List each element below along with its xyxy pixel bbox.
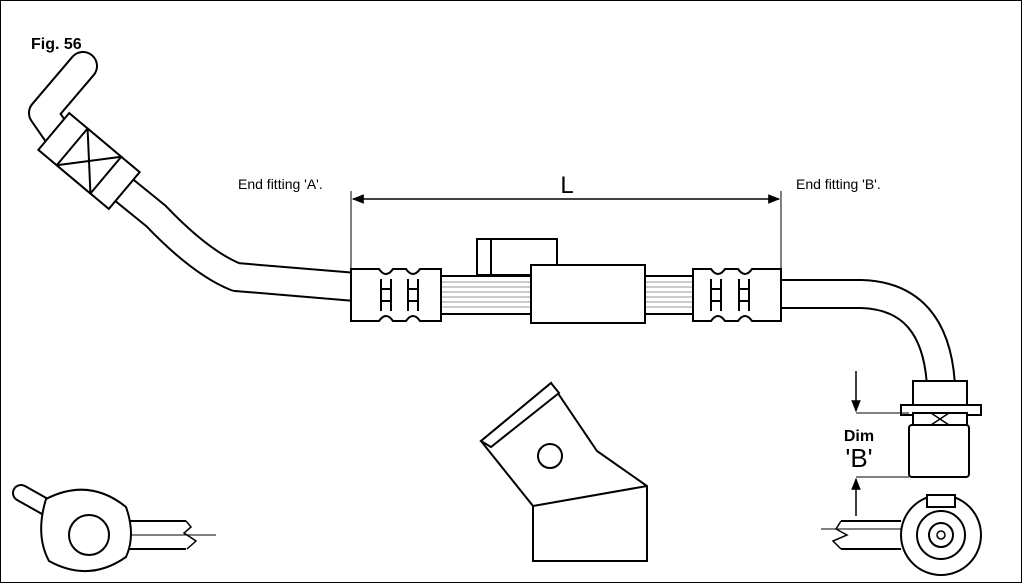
hose-hatch-right — [644, 275, 696, 315]
dim-b-indicator — [851, 371, 909, 516]
end-view-b — [821, 494, 982, 576]
bracket-detail-view — [479, 381, 648, 562]
end-fitting-b-label: End fitting 'B'. — [796, 176, 881, 192]
end-view-a — [12, 484, 216, 572]
end-fitting-a-ferrule — [350, 268, 442, 322]
hose-hatch-left — [438, 275, 532, 315]
hose-support-bracket — [476, 238, 646, 324]
length-dimension — [350, 191, 782, 269]
end-fitting-a-label: End fitting 'A'. — [238, 176, 323, 192]
dim-value: 'B' — [845, 443, 872, 473]
dim-label: Dim — [844, 428, 874, 445]
left-brake-pipe — [28, 51, 371, 302]
banjo-end-fitting-b — [900, 380, 982, 478]
figure-label: Fig. 56 — [31, 36, 82, 53]
left-pipe-nut — [36, 111, 142, 211]
length-label: L — [560, 172, 573, 199]
right-brake-pipe — [756, 279, 956, 401]
end-fitting-b-ferrule — [692, 268, 782, 322]
